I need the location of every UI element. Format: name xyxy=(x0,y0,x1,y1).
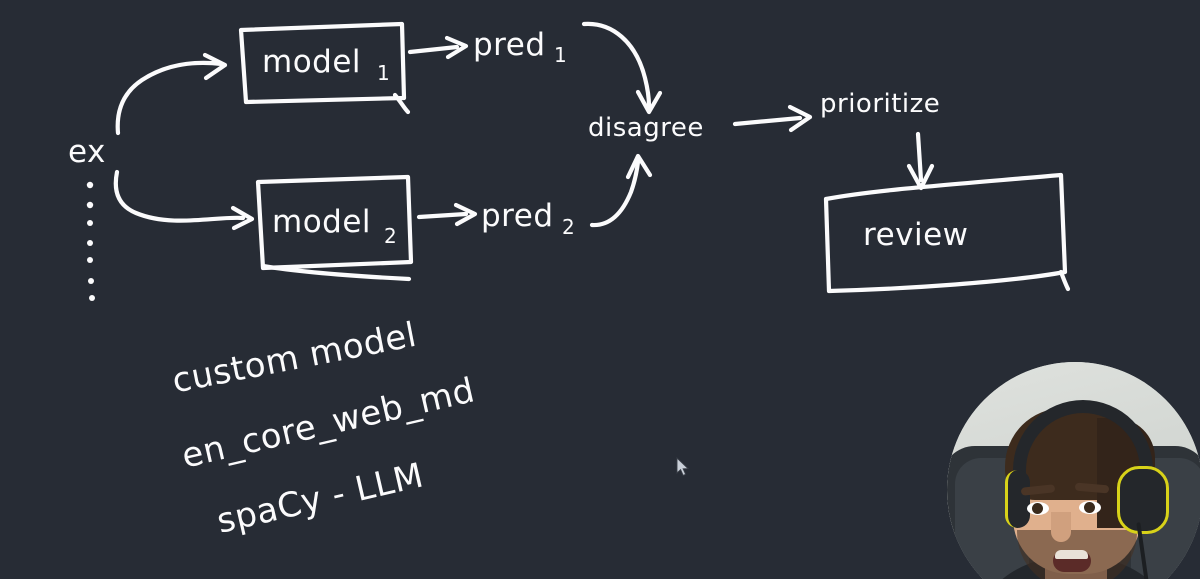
node-ex-label: ex xyxy=(68,134,106,170)
presenter-teeth xyxy=(1055,550,1088,559)
node-model2-subscript: 2 xyxy=(384,224,397,248)
presenter-nose xyxy=(1051,512,1071,542)
node-model1-subscript: 1 xyxy=(377,61,390,85)
note-spacy-llm: spaCy - LLM xyxy=(213,455,427,541)
node-prioritize-label: prioritize xyxy=(820,89,940,119)
node-pred2-subscript: 2 xyxy=(562,215,575,239)
ellipsis-dots xyxy=(86,181,95,301)
node-pred1-label: pred xyxy=(473,27,546,63)
edge-ex-to-model1 xyxy=(115,52,228,136)
note-custom-model: custom model xyxy=(169,315,420,402)
edge-model1-to-pred1 xyxy=(407,35,469,60)
node-model2-label: model xyxy=(272,204,371,240)
presenter-pupil-left xyxy=(1032,503,1043,514)
node-model1-label: model xyxy=(262,44,361,80)
edge-ex-to-model2 xyxy=(113,169,255,231)
headphone-earcup-right-icon xyxy=(1117,466,1169,534)
node-disagree-label: disagree xyxy=(588,113,704,143)
node-pred2-label: pred xyxy=(481,198,554,234)
edge-pred2-to-disagree xyxy=(589,153,653,228)
headphone-earcup-left-icon xyxy=(1005,470,1030,528)
edge-model2-to-pred2 xyxy=(416,202,478,227)
node-review-box[interactable] xyxy=(823,172,1071,294)
node-review-label: review xyxy=(863,217,969,253)
note-line-1: custom model xyxy=(169,315,420,402)
edge-pred1-to-disagree xyxy=(581,21,663,115)
presenter-pupil-right xyxy=(1084,502,1095,513)
presenter-webcam[interactable] xyxy=(947,362,1200,579)
node-model1-box[interactable] xyxy=(238,21,411,115)
edge-prioritize-to-review xyxy=(906,131,935,191)
note-line-3: spaCy - LLM xyxy=(213,455,427,541)
mouse-cursor-icon xyxy=(676,457,690,476)
edge-disagree-to-prioritize xyxy=(732,104,813,133)
node-model2-box[interactable] xyxy=(255,174,414,282)
node-pred1-subscript: 1 xyxy=(554,43,567,67)
